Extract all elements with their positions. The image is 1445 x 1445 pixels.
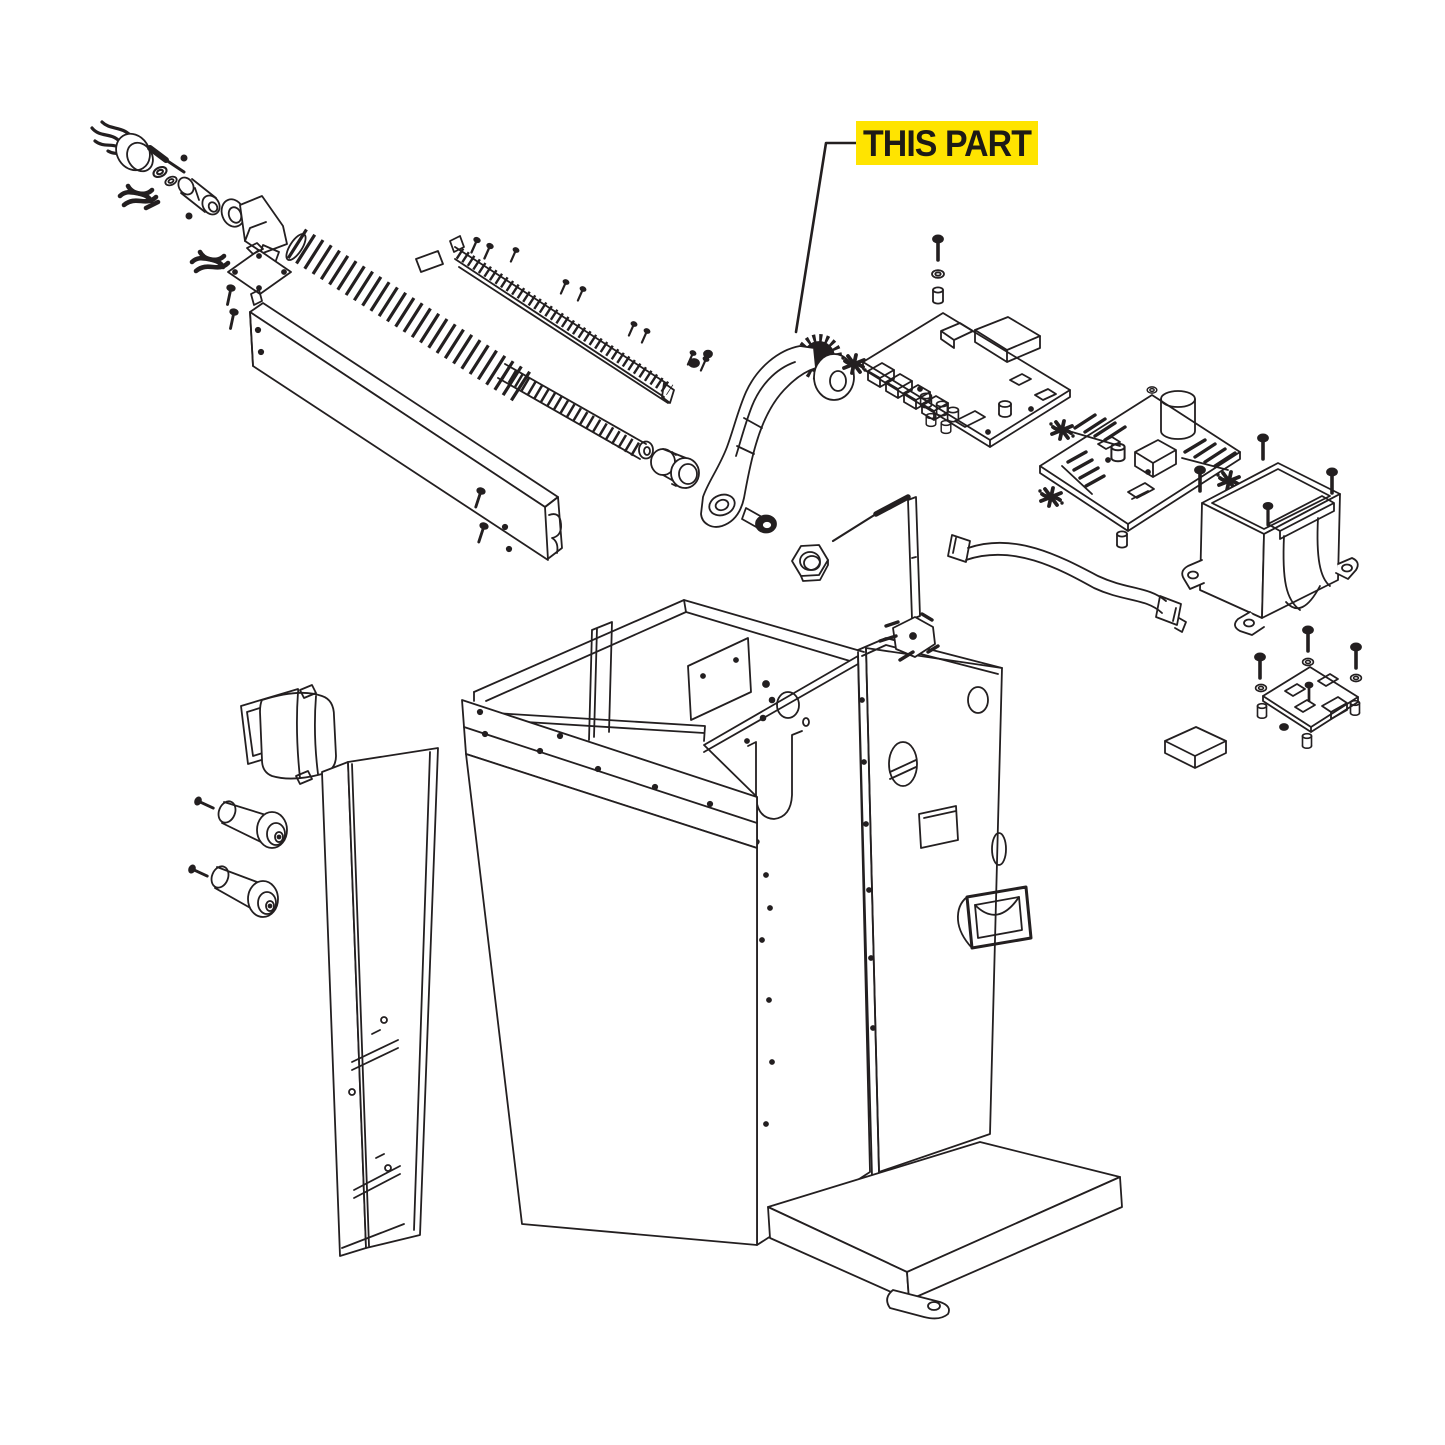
power-board	[1036, 386, 1270, 549]
foam-block	[1164, 726, 1227, 769]
channel-beam	[249, 302, 563, 561]
tower-hole	[967, 686, 989, 714]
large-capacitor	[1160, 398, 1196, 440]
ribbon-cable	[947, 534, 1187, 633]
motor-with-leads	[90, 120, 186, 188]
arm-bushing	[650, 448, 700, 489]
tower-oval-hole	[888, 741, 918, 787]
tower-rect-cutout	[918, 805, 959, 849]
mounting-foot	[886, 1289, 950, 1320]
callout-label: THIS PART	[863, 123, 1032, 164]
highlighted-swing-arm	[688, 334, 855, 528]
idler-roller	[192, 794, 288, 849]
pivot-bracket	[220, 195, 288, 264]
hex-nut	[791, 544, 829, 582]
recessed-handle	[957, 885, 1033, 950]
idler-roller	[186, 862, 279, 918]
drive-screw-shaft	[497, 363, 654, 460]
transformer	[1181, 462, 1359, 636]
main-control-board	[839, 233, 1071, 448]
shaft-coupler	[177, 176, 221, 216]
outlet-module	[240, 684, 337, 785]
chassis-cabinet	[461, 599, 1123, 1320]
tall-side-cover	[321, 747, 439, 1257]
toothed-rack-rail	[449, 235, 675, 404]
limit-switch-board	[227, 242, 292, 306]
cabinet-left-panel	[465, 753, 758, 1246]
accessory-board	[1253, 624, 1363, 750]
wire-harness	[189, 249, 231, 274]
leader-line	[794, 141, 858, 334]
highlight-box	[856, 121, 1038, 165]
wire-harness	[117, 183, 161, 211]
whip-antenna	[831, 494, 940, 662]
antenna-clamp	[878, 612, 940, 662]
callout: THIS PART	[794, 121, 1038, 334]
cover-plate	[415, 250, 444, 273]
compression-spring	[285, 228, 532, 402]
base-plate	[767, 1141, 1123, 1301]
arm-bolt	[741, 507, 777, 534]
